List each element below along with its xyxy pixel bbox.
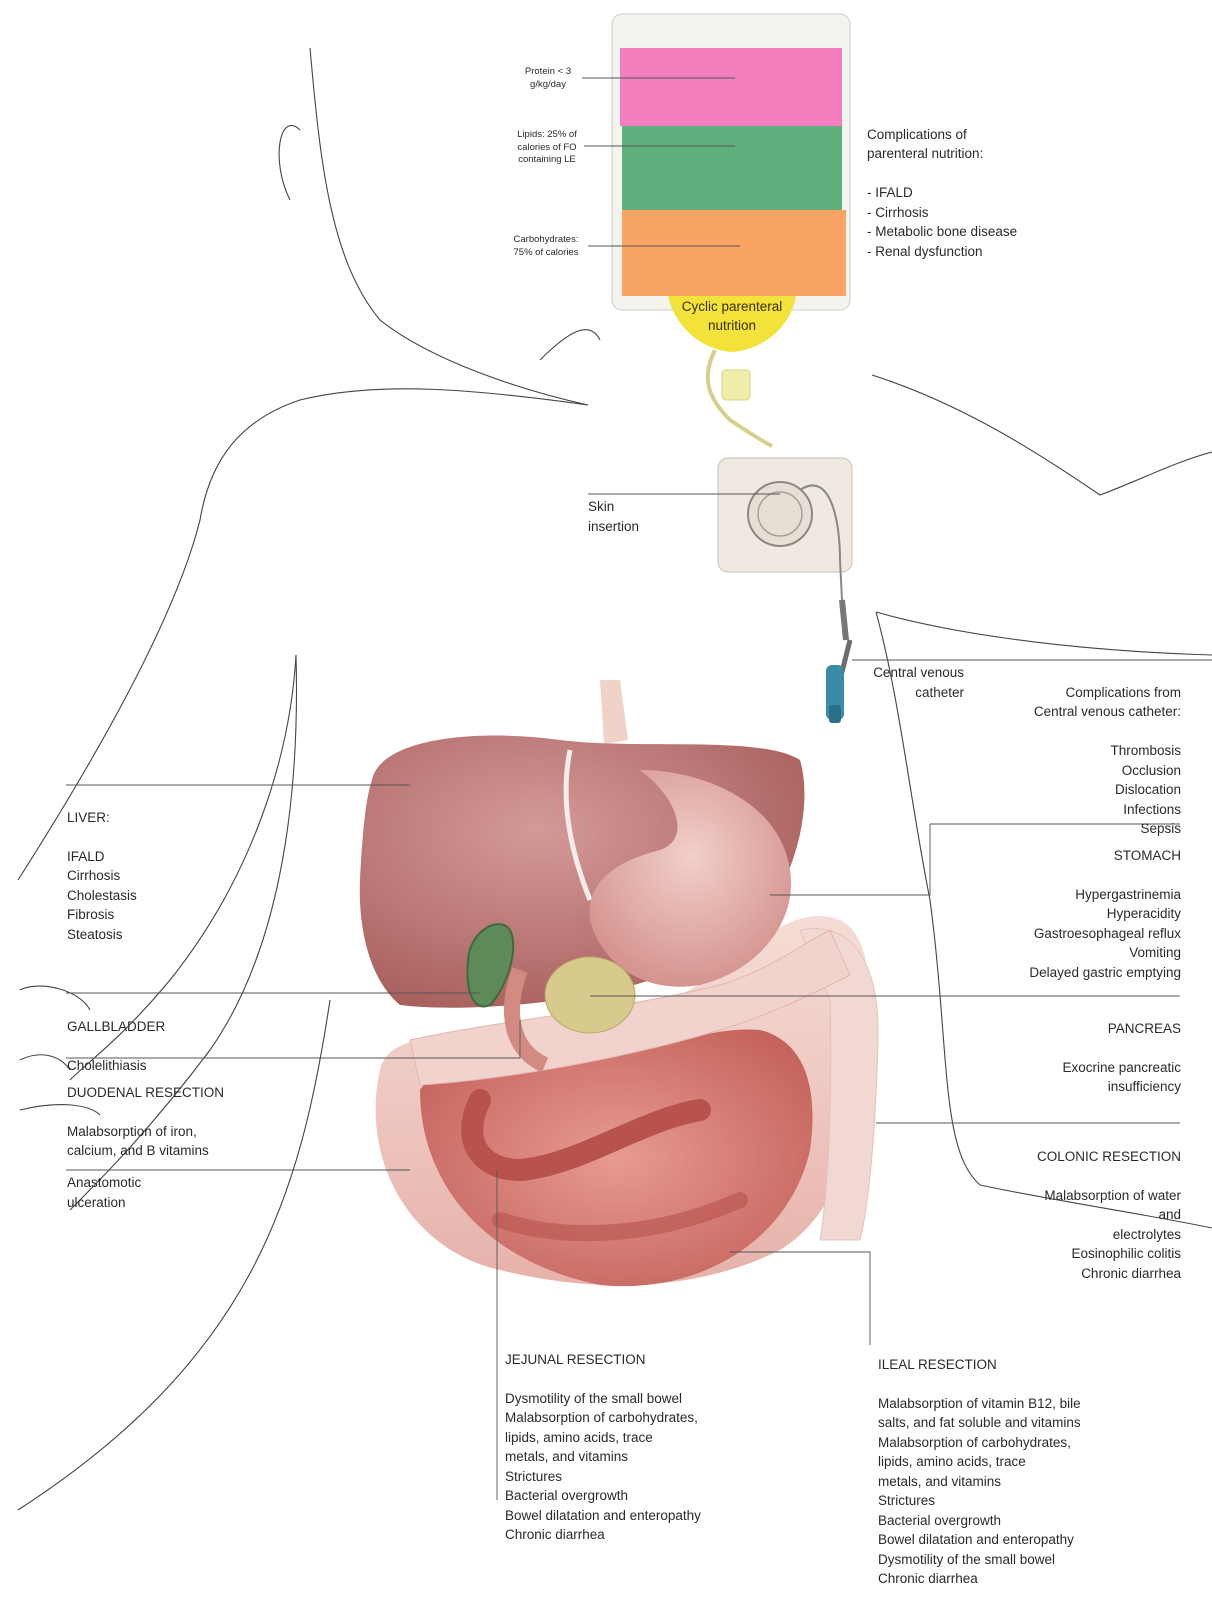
liver-block: LIVER: IFALD Cirrhosis Cholestasis Fibro… bbox=[67, 788, 227, 964]
iv-bag bbox=[612, 14, 850, 446]
stomach-title: STOMACH bbox=[960, 846, 1181, 866]
cvc-complications-list: Thrombosis Occlusion Dislocation Infecti… bbox=[990, 741, 1181, 839]
cvc-complications-title: Complications from Central venous cathet… bbox=[990, 683, 1181, 722]
catheter-hub bbox=[826, 640, 850, 723]
carbohydrates-label: Carbohydrates: 75% of calories bbox=[504, 234, 588, 259]
pancreas-title: PANCREAS bbox=[1000, 1019, 1181, 1039]
pn-complications-list: - IFALD - Cirrhosis - Metabolic bone dis… bbox=[867, 183, 1087, 261]
protein-label: Protein < 3 g/kg/day bbox=[510, 66, 586, 91]
jejunal-title: JEJUNAL RESECTION bbox=[505, 1350, 765, 1370]
lipids-layer bbox=[622, 126, 842, 210]
pancreas bbox=[545, 957, 635, 1033]
colonic-title: COLONIC RESECTION bbox=[990, 1147, 1181, 1167]
colonic-list: Malabsorption of water and electrolytes … bbox=[990, 1186, 1181, 1284]
lipids-label: Lipids: 25% of calories of FO containing… bbox=[508, 129, 586, 167]
duodenal-title: DUODENAL RESECTION bbox=[67, 1083, 287, 1103]
pn-complications: Complications of parenteral nutrition: -… bbox=[867, 105, 1087, 281]
protein-layer bbox=[620, 48, 842, 126]
ileal-block: ILEAL RESECTION Malabsorption of vitamin… bbox=[878, 1335, 1138, 1608]
pancreas-block: PANCREAS Exocrine pancreatic insufficien… bbox=[1000, 999, 1181, 1116]
pancreas-list: Exocrine pancreatic insufficiency bbox=[1000, 1058, 1181, 1097]
esophagus bbox=[600, 680, 628, 744]
jejunal-list: Dysmotility of the small bowel Malabsorp… bbox=[505, 1389, 765, 1545]
gallbladder-title: GALLBLADDER bbox=[67, 1017, 267, 1037]
colonic-block: COLONIC RESECTION Malabsorption of water… bbox=[990, 1127, 1181, 1303]
stomach-list: Hypergastrinemia Hyperacidity Gastroesop… bbox=[960, 885, 1181, 983]
ileal-list: Malabsorption of vitamin B12, bile salts… bbox=[878, 1394, 1138, 1589]
skin-insertion-label: Skin insertion bbox=[588, 497, 678, 536]
skin-insertion-patch bbox=[718, 458, 852, 640]
jejunal-block: JEJUNAL RESECTION Dysmotility of the sma… bbox=[505, 1330, 765, 1564]
ileal-title: ILEAL RESECTION bbox=[878, 1355, 1138, 1375]
duodenal-list: Malabsorption of iron, calcium, and B vi… bbox=[67, 1122, 287, 1161]
carbohydrates-layer bbox=[622, 210, 846, 296]
liver-title: LIVER: bbox=[67, 808, 227, 828]
cvc-label: Central venous catheter bbox=[856, 663, 964, 702]
stomach-block: STOMACH Hypergastrinemia Hyperacidity Ga… bbox=[960, 826, 1181, 1002]
anastomotic-label: Anastomotic ulceration bbox=[67, 1173, 207, 1212]
duodenal-block: DUODENAL RESECTION Malabsorption of iron… bbox=[67, 1063, 287, 1180]
pn-complications-title: Complications of parenteral nutrition: bbox=[867, 125, 1087, 164]
liver-list: IFALD Cirrhosis Cholestasis Fibrosis Ste… bbox=[67, 847, 227, 945]
cyclic-pn-label: Cyclic parenteral nutrition bbox=[662, 297, 802, 335]
